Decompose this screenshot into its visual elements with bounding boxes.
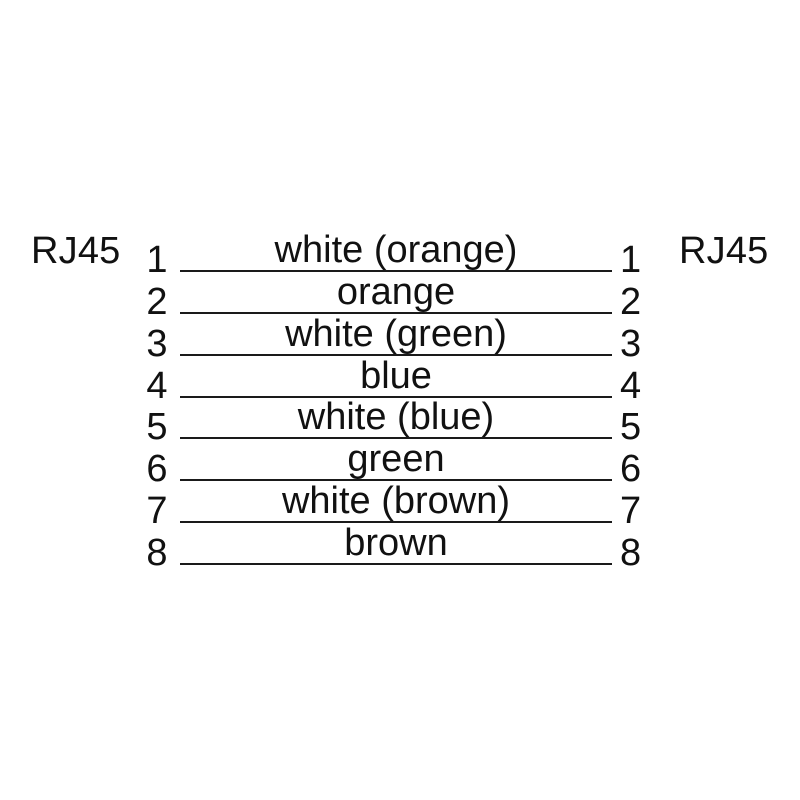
conductor-line — [180, 437, 612, 440]
right-pin-number: 3 — [620, 322, 642, 365]
left-pin-number: 7 — [146, 490, 168, 533]
left-pin-number: 1 — [146, 239, 168, 281]
right-pin-number: 5 — [620, 406, 642, 449]
wire-color-label: white (blue) — [297, 396, 495, 439]
conductor-line — [180, 353, 612, 356]
conductor-line — [180, 311, 612, 314]
wire-color-label: orange — [336, 270, 456, 313]
wire-color-label: white (brown) — [281, 480, 511, 523]
left-pin-number: 3 — [146, 322, 168, 365]
wire-color-label: green — [347, 438, 445, 481]
wire-color-label: brown — [344, 522, 448, 565]
left-connector-label: RJ45 — [31, 230, 121, 272]
left-pin-number: 4 — [146, 364, 168, 407]
left-pin-number: 5 — [146, 406, 168, 449]
right-pin-number: 1 — [620, 239, 642, 281]
right-pin-number: 7 — [620, 490, 642, 533]
wire-color-label: white (orange) — [274, 229, 518, 271]
right-pin-number: 8 — [620, 532, 642, 575]
left-pin-number: 2 — [146, 280, 168, 323]
right-pin-number: 6 — [620, 448, 642, 491]
conductor-line — [180, 479, 612, 482]
conductor-line — [180, 270, 612, 272]
left-pin-number: 8 — [146, 532, 168, 575]
right-pin-number: 4 — [620, 364, 642, 407]
right-connector-label: RJ45 — [679, 230, 769, 272]
left-pin-number: 6 — [146, 448, 168, 491]
conductor-line — [180, 395, 612, 398]
conductor-line — [180, 563, 612, 566]
conductor-line — [180, 521, 612, 524]
wire-color-label: blue — [360, 354, 432, 397]
wire-color-label: white (green) — [285, 312, 507, 355]
right-pin-number: 2 — [620, 280, 642, 323]
